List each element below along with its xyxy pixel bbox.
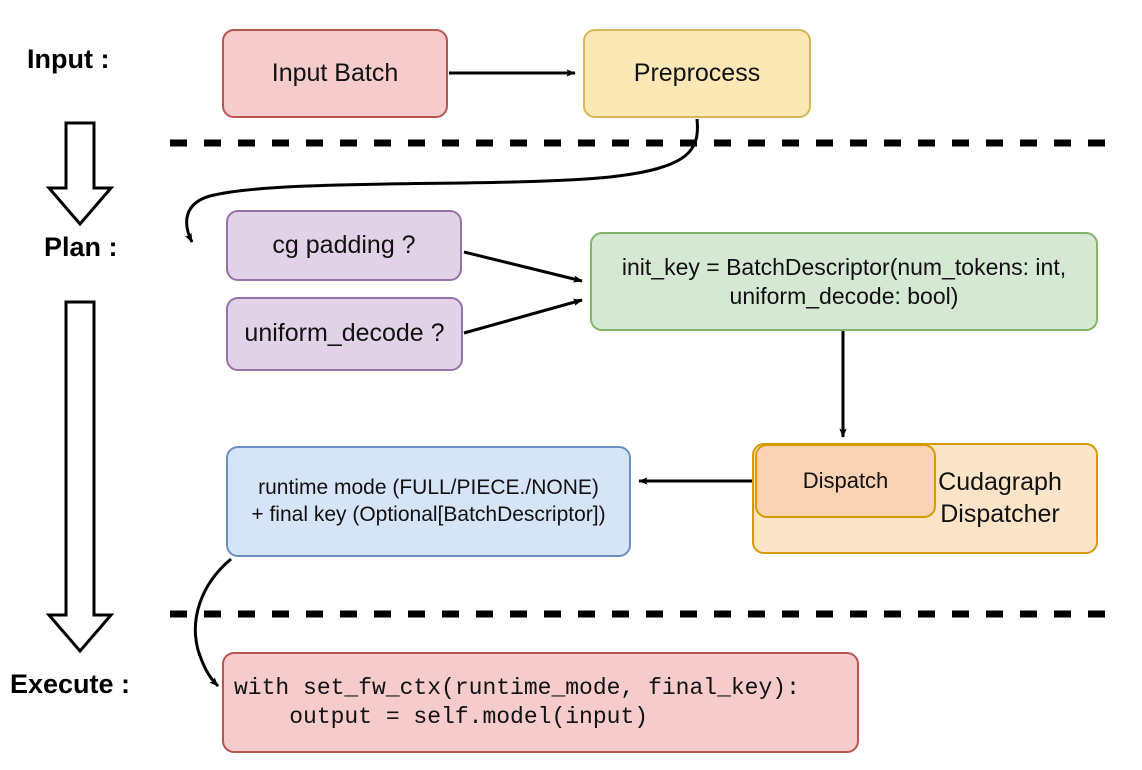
stage-label-execute: Execute : xyxy=(10,669,131,699)
node-init-key[interactable]: init_key = BatchDescriptor(num_tokens: i… xyxy=(590,232,1098,331)
node-runtime-mode[interactable]: runtime mode (FULL/PIECE./NONE) + final … xyxy=(226,446,631,557)
stage-label-input: Input : xyxy=(27,44,110,74)
node-uniform-decode[interactable]: uniform_decode ? xyxy=(226,297,463,371)
edge-cg-padding-to-init-key xyxy=(463,250,583,283)
node-dispatch[interactable]: Dispatch xyxy=(755,444,936,518)
edge-preprocess-to-cg-padding xyxy=(184,118,699,243)
stage-arrow-plan-to-execute xyxy=(45,300,115,654)
node-input-batch[interactable]: Input Batch xyxy=(222,29,448,118)
edge-runtime-mode-to-execute-code xyxy=(193,557,232,688)
node-cg-padding[interactable]: cg padding ? xyxy=(226,210,462,281)
node-preprocess[interactable]: Preprocess xyxy=(583,29,811,118)
stage-arrow-input-to-plan xyxy=(45,121,115,227)
edge-uniform-decode-to-init-key xyxy=(463,298,583,335)
stage-label-plan: Plan : xyxy=(44,232,118,262)
node-execute-code[interactable]: with set_fw_ctx(runtime_mode, final_key)… xyxy=(222,652,859,753)
